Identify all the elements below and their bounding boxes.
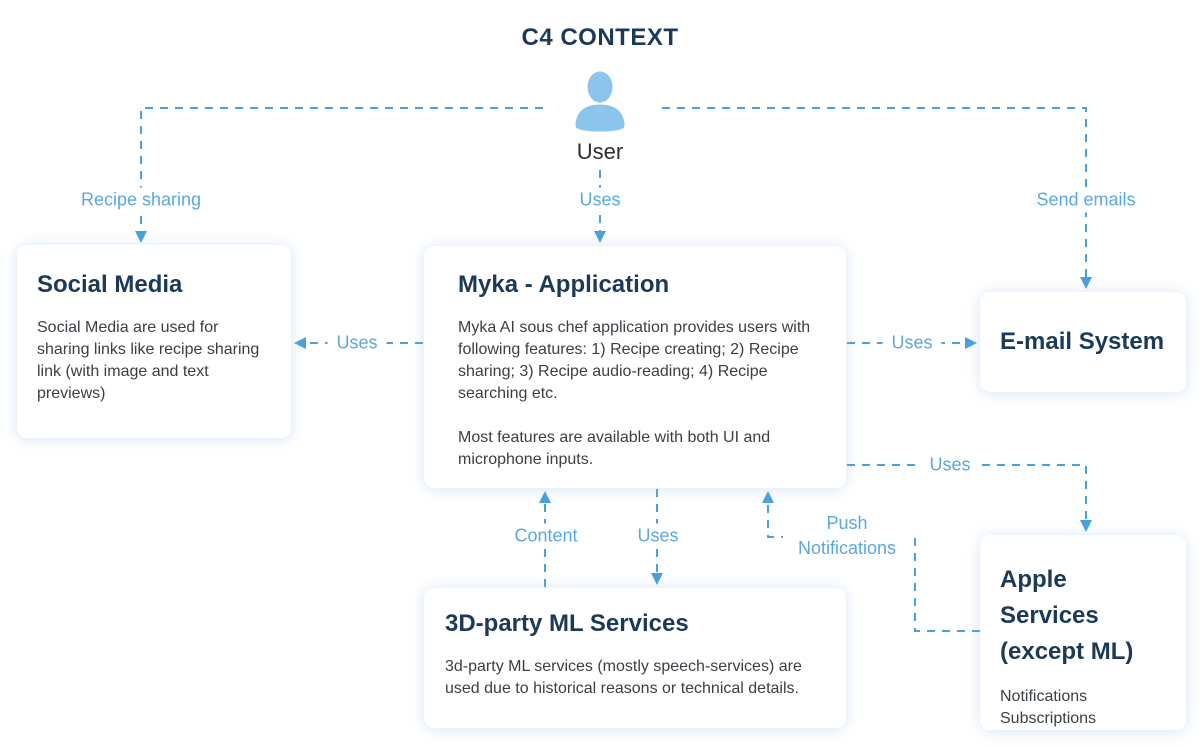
edge-label-uses-myka-social: Uses <box>327 330 387 356</box>
node-apple-services-description: Notifications Subscriptions <box>1000 686 1172 730</box>
edge-label-uses-myka-ml: Uses <box>628 523 688 549</box>
node-email-system: E-mail System <box>980 292 1186 392</box>
node-ml-services-description: 3d-party ML services (mostly speech-serv… <box>445 658 802 697</box>
edge-label-push-notifications: Push Notifications <box>783 509 911 563</box>
node-ml-services-title: 3D-party ML Services <box>445 610 689 637</box>
node-myka-application-title: Myka - Application <box>458 271 670 298</box>
node-apple-services-title-line2: (except ML) <box>1000 638 1134 665</box>
edge-user-to-social-media <box>135 107 543 243</box>
node-social-media: Social Media Social Media are used for s… <box>17 245 291 438</box>
node-myka-application-description-1: Myka AI sous chef application provides u… <box>458 319 811 402</box>
edge-label-uses-myka-apple: Uses <box>920 452 980 478</box>
node-apple-services-title-line1: Apple Services <box>1000 566 1099 629</box>
edge-label-recipe-sharing: Recipe sharing <box>71 187 211 213</box>
diagram-title: C4 CONTEXT <box>521 24 679 51</box>
edge-label-uses-user-myka: Uses <box>570 187 630 213</box>
node-myka-application-description-2: Most features are available with both UI… <box>458 429 771 468</box>
node-ml-services: 3D-party ML Services 3d-party ML service… <box>424 588 846 728</box>
node-apple-services-description-line1: Notifications <box>1000 688 1088 705</box>
edge-apple-to-myka-push <box>762 491 980 632</box>
edge-label-content: Content <box>505 523 587 549</box>
node-apple-services: Apple Services (except ML) Notifications… <box>980 535 1186 730</box>
node-email-system-title: E-mail System <box>1000 328 1165 355</box>
edge-label-uses-myka-email: Uses <box>882 330 942 356</box>
edge-label-send-emails: Send emails <box>1027 187 1145 213</box>
node-social-media-title: Social Media <box>37 271 183 298</box>
node-social-media-description: Social Media are used for sharing links … <box>37 319 260 402</box>
node-apple-services-title: Apple Services (except ML) <box>1000 562 1172 670</box>
node-myka-application: Myka - Application Myka AI sous chef app… <box>424 246 846 488</box>
actor-user-label: User <box>576 139 624 164</box>
edge-user-to-email <box>662 107 1092 289</box>
node-apple-services-description-line2: Subscriptions <box>1000 710 1097 727</box>
